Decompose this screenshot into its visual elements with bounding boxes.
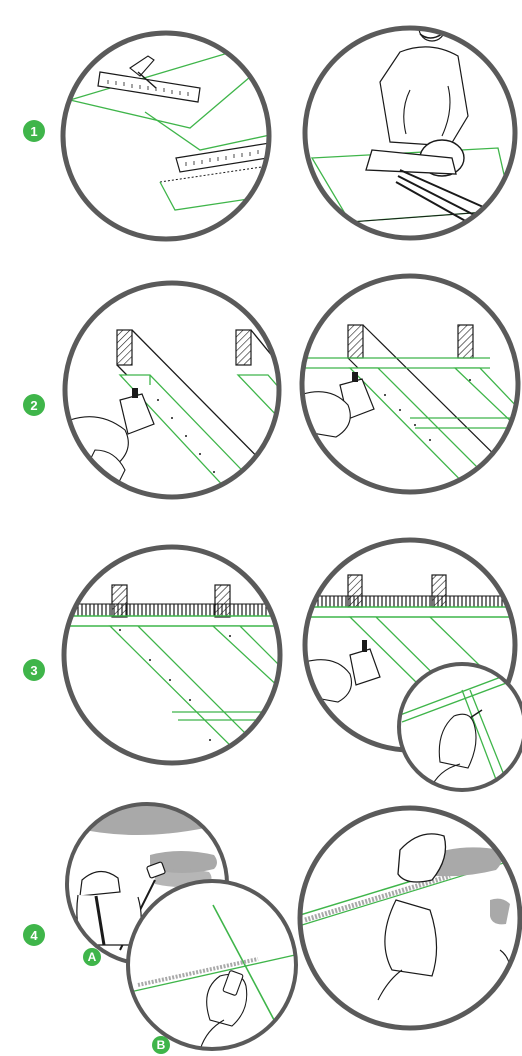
step-3-number: 3 [30, 663, 37, 678]
step-1-number: 1 [30, 124, 37, 139]
step-2-left-circle-frame [65, 283, 279, 497]
sub-step-b-badge: B [152, 1036, 170, 1054]
step-1-saw-board-circle [312, 15, 512, 228]
step-4-badge: 4 [23, 924, 45, 946]
step-4-fill-joint-circle [300, 834, 520, 1000]
step-1-left-circle-frame [63, 33, 269, 239]
step-1-badge: 1 [23, 120, 45, 142]
step-3-badge: 3 [23, 659, 45, 681]
step-1-cut-board-circle [70, 45, 280, 210]
step-2-number: 2 [30, 398, 37, 413]
sub-step-a-badge: A [83, 948, 101, 966]
step-2-badge: 2 [23, 394, 45, 416]
sub-step-b-label: B [157, 1038, 166, 1052]
step-2-cross-profile-circle [300, 325, 520, 510]
step-2-fix-profile-circle [70, 330, 300, 520]
step-4-number: 4 [30, 928, 38, 943]
sub-step-a-label: A [88, 950, 97, 964]
step-3-board-panels-circle [62, 585, 282, 770]
